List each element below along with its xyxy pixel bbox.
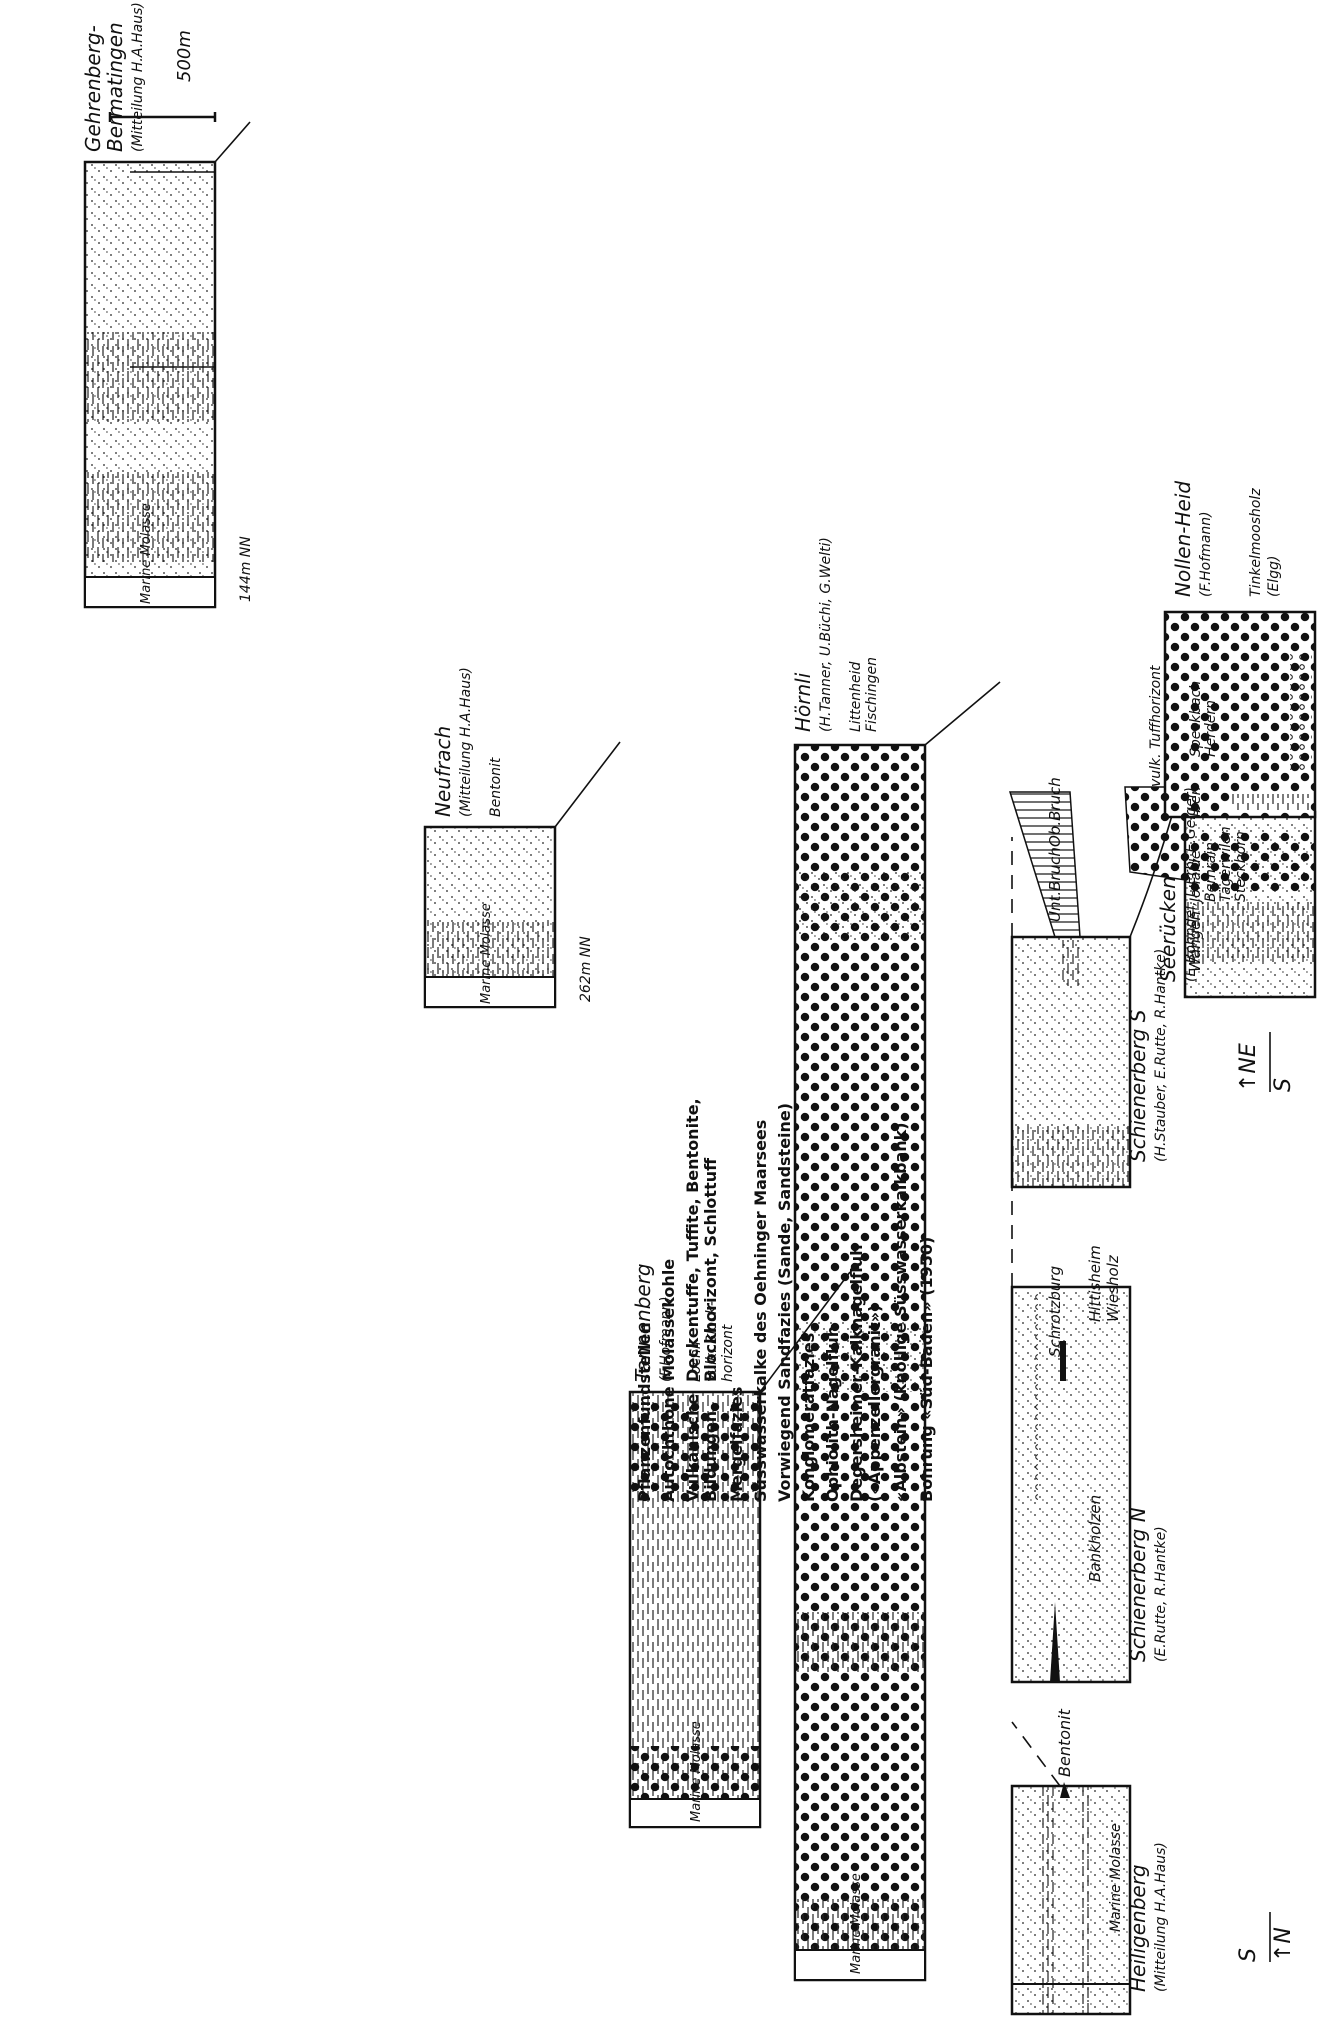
label-steckborn: Steckborn [1233,831,1249,902]
section-heiligenberg [1010,1782,1132,2016]
label-tannenberg-base: Marine Molasse [689,1721,704,1822]
label-schienerberg-n: Schienerberg N [1126,1507,1150,1662]
label-tannenberg-source: (F.Hofmann) [658,1296,674,1382]
label-vulk-block: vulk. Block- [704,1301,720,1382]
scale-label: 500m [174,30,195,82]
legend-vulk-d2: Blockhorizont, Schlottuff [701,1157,720,1382]
label-johalde: Johalde [1188,850,1204,905]
label-heiligenberg-source: (Mitteilung H.A.Haus) [1153,1842,1169,1992]
label-left-top: ↑N [1271,1927,1296,1962]
label-schienerberg-s-source: (H.Stauber, E.Rutte, R.Hantke) [1153,949,1169,1162]
label-unt-bruch: Unt.Bruch [1046,847,1064,922]
label-littenheid: Littenheid [848,661,864,732]
label-nollen-heid-source: (F.Hofmann) [1198,511,1214,597]
label-nollen-heid: Nollen-Heid [1171,481,1195,597]
legend-pflanzen: Pflanzenfundstellen [635,1322,654,1502]
label-schienerberg-n-source: (E.Rutte, R.Hantke) [1153,1526,1169,1662]
label-tannenberg: Tannenberg [631,1263,655,1382]
legend-albstein: «Albstein» (knollige Süsswasserkalkbank) [891,1122,910,1502]
label-gehrenberg-base: Marine Molasse [139,503,154,604]
label-vulk-tuffhorizont: vulk. Tuffhorizont [1148,665,1164,787]
label-fischingen: Fischingen [864,657,880,732]
label-horizont: horizont [720,1324,736,1382]
label-schienerberg-s: Schienerberg S [1126,1009,1150,1162]
label-bermatingen: Bermatingen [103,22,127,152]
label-heiligenberg: Heiligenberg [1126,1864,1150,1992]
legend-vulk: Vulkanische [683,1394,702,1502]
label-wangen: Wangen [1186,911,1204,972]
label-neufrach-bentonit: Bentonit [488,757,504,817]
label-gehrenberg-source: (Mitteilung H.A.Haus) [130,2,146,152]
legend-degersheim: Degersheimer-Kalknagelfluh [847,1244,866,1502]
direction-labels: ↑N S S ↑NE [1236,1032,1296,1962]
section-seeruecken [1183,810,1317,999]
label-hoernli: Hörnli [791,672,815,732]
label-bankholzen: Bankholzen [1086,1495,1104,1582]
scale-bar: 500m [108,30,217,122]
section-neufrach [423,825,557,1009]
section-schienerberg-n [1010,1285,1132,1684]
label-bernrain: Bernrain [1203,842,1219,902]
legend-kohle: Autochthone Molassekohle [659,1259,678,1502]
legend-vulk-d1: Deckentuffe, Tuffite, Bentonite, [683,1098,702,1382]
label-right-top: S [1271,1078,1296,1092]
label-schrotzburg: Schrotzburg [1046,1266,1064,1357]
label-neufrach: Neufrach [431,726,455,817]
section-nollen-heid [1163,610,1317,819]
legend-ophiolith: Ophiolith-Nagelfluh [823,1326,842,1502]
label-seeruecken-source: (E.Bohndel, L.Erb, E.Geiger) [1183,787,1199,982]
bentonite-wedge [1060,1782,1070,1798]
legend: Pflanzenfundstellen Autochthone Molassek… [635,1098,936,1502]
label-lochli: Lochli [688,1341,704,1382]
label-hittisheim: Hittisheim [1086,1245,1104,1322]
label-heiligenberg-base: Marine Molasse [1108,1823,1124,1932]
correlation-lines [214,121,1061,1980]
legend-konglo: Konglomeratfazies [799,1333,818,1502]
section-schienerberg-s [1008,786,1201,1189]
legend-bohrung: Bohrung «Süd-Baden» (1950) [917,1237,936,1502]
label-gehrenberg: Gehrenberg- [81,25,105,152]
label-wiesholz: Wiesholz [1104,1254,1122,1322]
legend-degersheim-2: («Appenzellergranit») [865,1305,884,1502]
label-speckbach: Speckbach [1188,681,1204,757]
label-elgg: (Elgg) [1266,556,1282,597]
label-herdern: Herdern [1203,700,1219,757]
label-neufrach-source: (Mitteilung H.A.Haus) [458,667,474,817]
legend-mergel: Mergelfazies [727,1387,746,1502]
label-neufrach-base: Marine Molasse [479,903,494,1004]
label-iben: Iben [1188,786,1204,817]
label-hoernli-base: Marine Molasse [849,1873,864,1974]
label-gehrenberg-elevation: 144m NN [238,536,254,602]
legend-vulk-2: Bildungen [701,1411,720,1502]
label-neufrach-elevation: 262m NN [578,936,594,1002]
label-hoernli-source: (H.Tanner, U.Büchi, G.Welti) [818,537,834,732]
section-tannenberg [628,1390,762,1829]
label-left-bottom: S [1236,1948,1261,1962]
legend-suessw: Süsswasserkalke des Oehninger Maarsees [751,1120,770,1502]
label-taegerwilen: Tägerwilen [1218,826,1234,902]
legend-sand: Vorwiegend Sandfazies (Sande, Sandsteine… [775,1103,794,1502]
label-ob-bruch: Ob.Bruch [1046,777,1064,847]
label-seeruecken: Seerücken [1156,876,1180,982]
section-gehrenberg [83,160,217,609]
section-hoernli [793,743,927,1982]
label-right-bottom: ↑NE [1236,1043,1261,1092]
label-tinkelmoosholz: Tinkelmoosholz [1248,488,1264,597]
label-heiligenberg-bentonit: Bentonit [1055,1708,1074,1777]
